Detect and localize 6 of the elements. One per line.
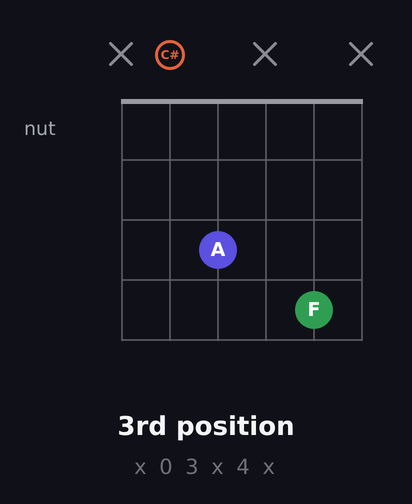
position-caption: 3rd position [117, 412, 295, 442]
note-ring: C# [155, 40, 185, 70]
finger-dot: A [199, 231, 237, 269]
fingering-text: x 0 3 x 4 x [134, 455, 278, 479]
nut-label: nut [24, 118, 56, 140]
finger-dot: F [295, 291, 333, 329]
